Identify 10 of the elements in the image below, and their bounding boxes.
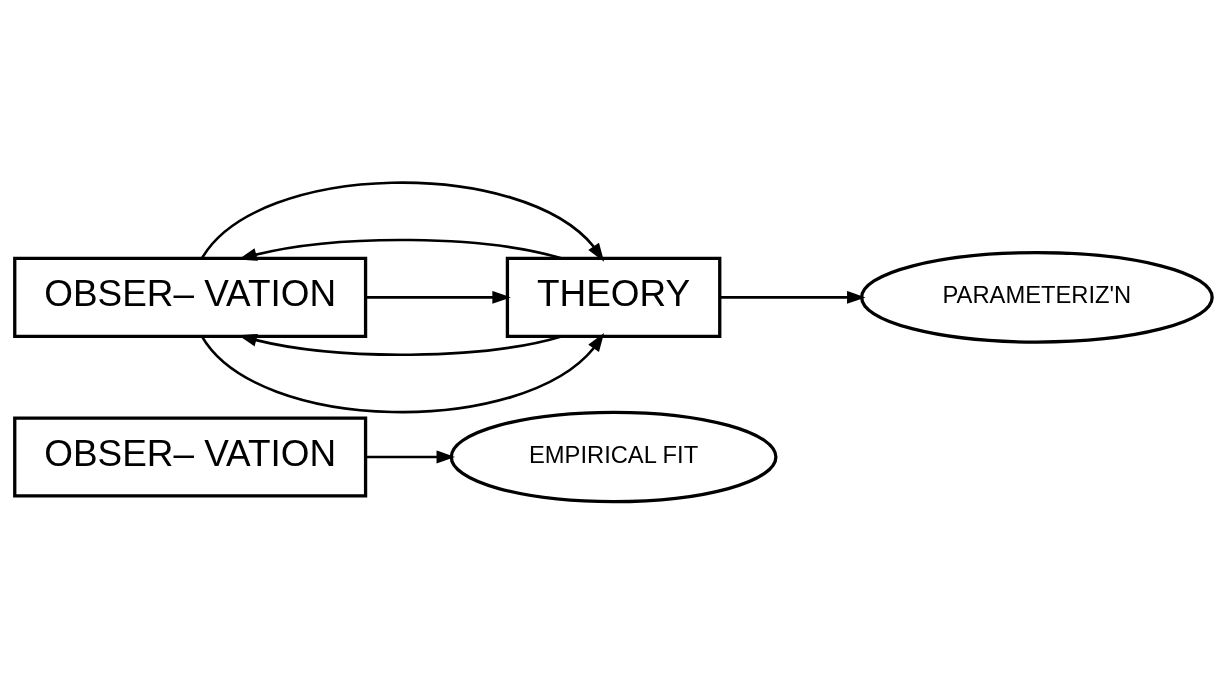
arrow — [365, 290, 511, 304]
node-box: OBSER– VATION — [13, 256, 368, 338]
arrow — [200, 333, 605, 414]
node-box: THEORY — [505, 256, 722, 338]
node-ellipse: PARAMETERIZ'N — [860, 251, 1214, 344]
node-box: OBSER– VATION — [13, 416, 368, 498]
arrow — [200, 181, 605, 262]
arrow — [719, 290, 866, 304]
arrow — [365, 450, 456, 464]
node-ellipse: EMPIRICAL FIT — [449, 410, 778, 504]
